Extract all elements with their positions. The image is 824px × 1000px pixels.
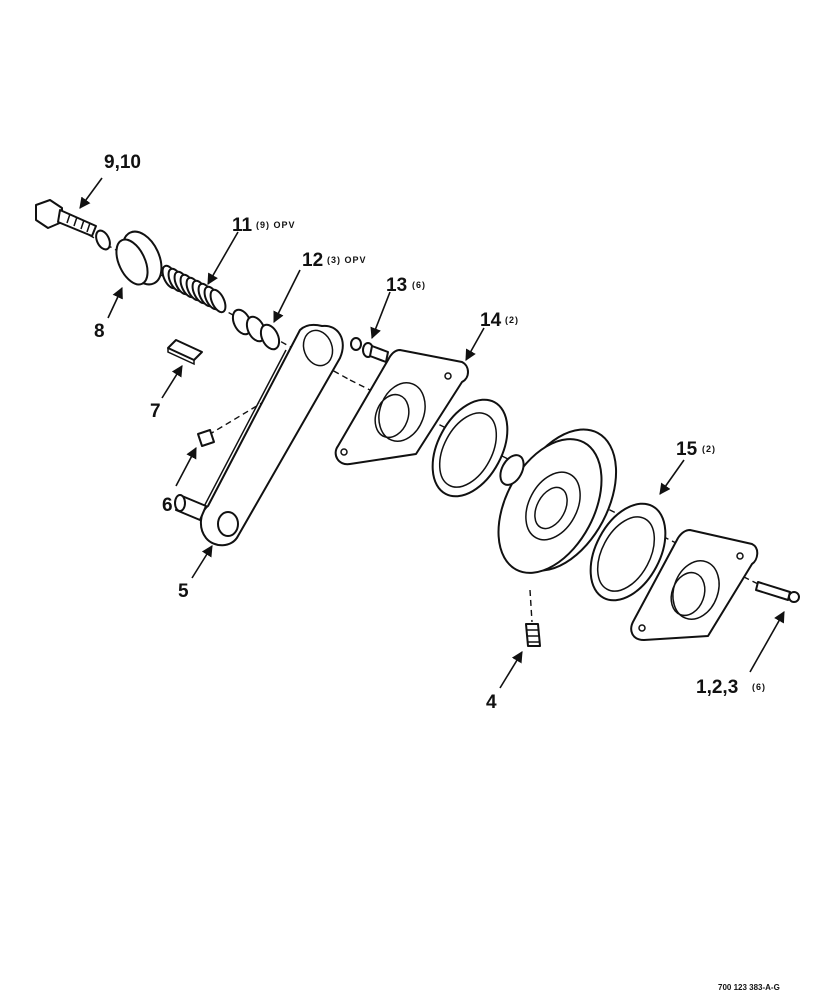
callout-number: 6 (162, 495, 173, 516)
callout-number: 11 (232, 215, 253, 236)
grease-fitting-part (197, 429, 215, 447)
figure-reference-number: 700 123 383-A-G (718, 983, 780, 992)
callout-number: 1,2,3 (696, 677, 738, 698)
callout-12: 12 (3) OPV (302, 250, 367, 271)
callout-number: 15 (676, 439, 698, 460)
callout-quantity: (3) OPV (327, 255, 367, 265)
gasket-ring (431, 398, 509, 498)
carriage-bolt-part (755, 581, 800, 603)
callout-9-10: 9,10 (104, 152, 141, 173)
callout-quantity: (9) OPV (256, 220, 296, 230)
callout-5: 5 (178, 581, 189, 602)
callout-11: 11 (9) OPV (232, 215, 296, 236)
set-screw-part (525, 623, 541, 647)
leader-arrows (79, 177, 785, 689)
callout-number: 13 (386, 275, 407, 296)
callout-number: 7 (150, 401, 161, 422)
seal-ring (589, 502, 667, 602)
spring-washer-stack (161, 264, 227, 314)
callout-number: 5 (178, 581, 189, 602)
callout-number: 4 (486, 692, 497, 713)
flange-plate-upper (334, 349, 469, 466)
callout-1-2-3: 1,2,3 (6) (696, 677, 766, 698)
callout-13: 13 (6) (386, 275, 426, 296)
flat-washer-part (115, 230, 163, 286)
callout-number: 12 (302, 250, 323, 271)
callout-4: 4 (486, 692, 497, 713)
disc-wheel-part (497, 428, 618, 574)
callout-6: 6 (162, 495, 173, 516)
callout-quantity: (6) (752, 682, 766, 692)
callout-14: 14 (2) (480, 310, 519, 331)
arm-stud (174, 494, 207, 521)
small-nut-part (350, 337, 389, 363)
callout-7: 7 (150, 401, 161, 422)
key-part (167, 339, 203, 366)
callout-8: 8 (94, 321, 105, 342)
callout-number: 14 (480, 310, 502, 331)
arm-part (197, 323, 344, 547)
flange-plate-lower (630, 529, 759, 641)
callout-15: 15 (2) (676, 439, 716, 460)
bolt-part (35, 199, 97, 237)
lock-washer-part (95, 229, 111, 251)
callout-quantity: (6) (412, 280, 426, 290)
shim-washers (231, 308, 281, 351)
callout-quantity: (2) (702, 444, 716, 454)
callout-number: 9,10 (104, 152, 141, 173)
callout-number: 8 (94, 321, 105, 342)
callout-quantity: (2) (505, 315, 519, 325)
